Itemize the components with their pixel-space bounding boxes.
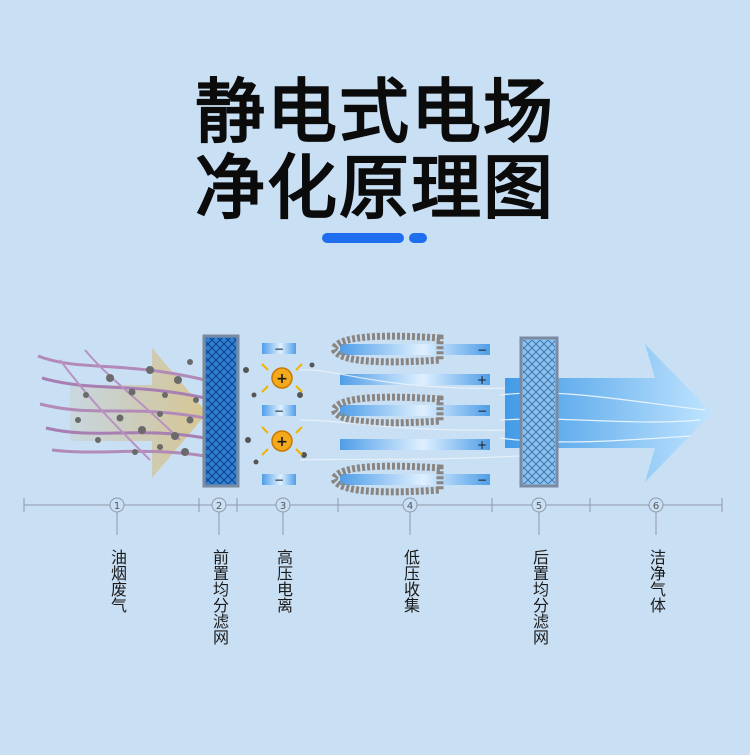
stage-marker-circle: [402, 497, 418, 513]
stage-label: 低压收集: [401, 549, 420, 613]
stage-number: 1: [114, 501, 120, 512]
stage-marker-circle: [275, 497, 291, 513]
dirty-air-arrow-icon: [37, 348, 207, 478]
ion-charge-2: +: [276, 434, 288, 450]
stage-label: 油烟废气: [108, 549, 127, 613]
accent-bar-short: [409, 233, 427, 243]
accent-bar-long: [322, 233, 404, 243]
stage-marker-circle: [531, 497, 547, 513]
stage-axis: [23, 498, 723, 535]
title-line-1: 静电式电场: [195, 71, 555, 153]
sign-ion-3: −: [274, 473, 284, 487]
stage-label: 前置均分滤网: [210, 549, 229, 645]
sign-collector-1: −: [477, 343, 487, 357]
stage-label: 后置均分滤网: [530, 549, 549, 645]
sign-ion-1: −: [274, 342, 284, 356]
sign-collector-3: −: [477, 404, 487, 418]
title-line-2: 净化原理图: [195, 147, 555, 229]
plate-signs: − − − − + − + −: [274, 342, 487, 487]
sign-ion-2: −: [274, 404, 284, 418]
stage-number: 4: [407, 501, 413, 512]
rear-filter-mesh-icon: [519, 336, 559, 488]
stage-marker-circle: [211, 497, 227, 513]
positive-ion-icon: + +: [261, 363, 303, 456]
collector-plates: [299, 332, 521, 496]
ion-charge-1: +: [276, 371, 288, 387]
stage-label: 洁净气体: [647, 549, 666, 613]
stage-number: 6: [653, 501, 659, 512]
front-filter-mesh-icon: [202, 334, 240, 488]
stage-marker-circle: [648, 497, 664, 513]
stage-number: 2: [216, 501, 222, 512]
sign-collector-2: +: [477, 373, 487, 387]
ionization-plates: [243, 343, 315, 485]
stage-number: 5: [536, 501, 542, 512]
stage-marker-circle: [109, 497, 125, 513]
stage-number: 3: [280, 501, 286, 512]
stage-label: 高压电离: [274, 549, 293, 613]
sign-collector-4: +: [477, 438, 487, 452]
stage-markers: 1 2 3 4 5 6: [109, 497, 664, 513]
purification-diagram: + + − − − − +: [23, 332, 723, 535]
sign-collector-5: −: [477, 473, 487, 487]
